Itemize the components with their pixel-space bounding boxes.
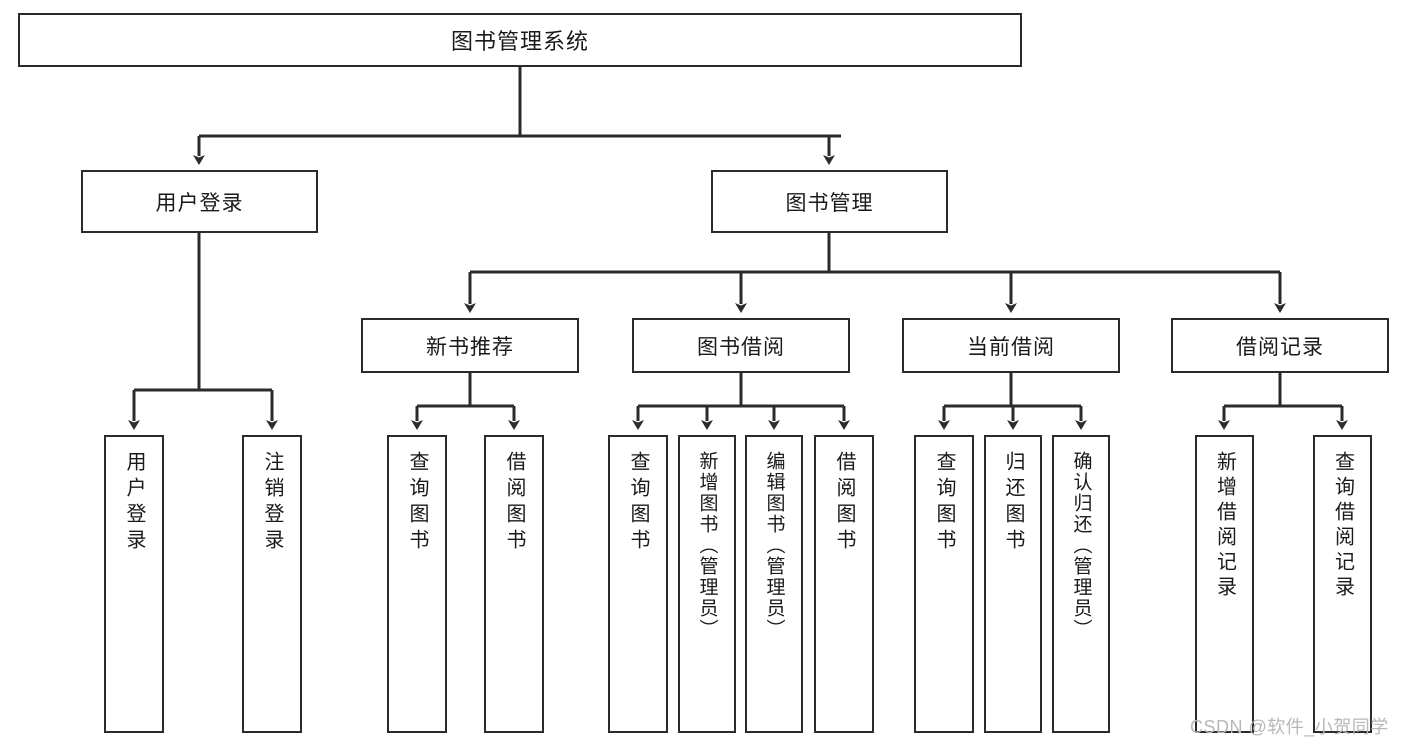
node-label: 查询图书 bbox=[406, 451, 428, 555]
node-leaf-query-book-new[interactable]: 查询图书 bbox=[387, 435, 447, 733]
node-label: 注销登录 bbox=[261, 451, 283, 555]
watermark-text: CSDN @软件_小贺同学 bbox=[1190, 717, 1389, 737]
edge-bookmanage-to-level3 bbox=[464, 233, 1286, 313]
node-root-book-management-system[interactable]: 图书管理系统 bbox=[18, 13, 1022, 67]
node-new-book-recommendation[interactable]: 新书推荐 bbox=[361, 318, 579, 373]
node-label: 新书推荐 bbox=[426, 335, 514, 359]
edge-newbook-to-leaves bbox=[411, 373, 520, 430]
node-leaf-query-book-current[interactable]: 查询图书 bbox=[914, 435, 974, 733]
node-leaf-borrow-book[interactable]: 借阅图书 bbox=[814, 435, 874, 733]
node-label: 查询图书 bbox=[627, 451, 649, 555]
edge-userlogin-to-leaves bbox=[128, 233, 278, 430]
node-label: 查询借阅记录 bbox=[1331, 451, 1354, 601]
node-current-borrowing[interactable]: 当前借阅 bbox=[902, 318, 1120, 373]
node-book-borrowing[interactable]: 图书借阅 bbox=[632, 318, 850, 373]
node-label: 确认归还（管理员） bbox=[1070, 451, 1092, 640]
node-user-login[interactable]: 用户登录 bbox=[81, 170, 318, 233]
node-leaf-logout[interactable]: 注销登录 bbox=[242, 435, 302, 733]
node-label: 用户登录 bbox=[123, 451, 145, 555]
node-label: 借阅图书 bbox=[833, 451, 855, 555]
node-label: 借阅记录 bbox=[1236, 335, 1324, 359]
edge-record-to-leaves bbox=[1218, 373, 1348, 430]
node-leaf-borrow-book-new[interactable]: 借阅图书 bbox=[484, 435, 544, 733]
node-label: 归还图书 bbox=[1002, 451, 1024, 555]
edge-root-to-level2 bbox=[193, 67, 841, 165]
node-label: 图书管理系统 bbox=[450, 29, 589, 54]
node-leaf-query-borrow-record[interactable]: 查询借阅记录 bbox=[1313, 435, 1372, 733]
node-label: 图书借阅 bbox=[697, 335, 785, 359]
node-leaf-user-login[interactable]: 用户登录 bbox=[104, 435, 164, 733]
node-leaf-add-borrow-record[interactable]: 新增借阅记录 bbox=[1195, 435, 1254, 733]
node-label: 借阅图书 bbox=[503, 451, 525, 555]
node-leaf-add-book-admin[interactable]: 新增图书（管理员） bbox=[678, 435, 736, 733]
node-label: 当前借阅 bbox=[967, 335, 1055, 359]
node-label: 用户登录 bbox=[155, 191, 244, 215]
node-leaf-return-book[interactable]: 归还图书 bbox=[984, 435, 1042, 733]
node-borrow-records[interactable]: 借阅记录 bbox=[1171, 318, 1389, 373]
node-label: 编辑图书（管理员） bbox=[763, 451, 785, 640]
node-leaf-confirm-return-admin[interactable]: 确认归还（管理员） bbox=[1052, 435, 1110, 733]
node-label: 新增借阅记录 bbox=[1213, 451, 1236, 601]
node-label: 图书管理 bbox=[785, 191, 874, 215]
node-book-management[interactable]: 图书管理 bbox=[711, 170, 948, 233]
node-label: 查询图书 bbox=[933, 451, 955, 555]
node-leaf-query-book-borrow[interactable]: 查询图书 bbox=[608, 435, 668, 733]
node-leaf-edit-book-admin[interactable]: 编辑图书（管理员） bbox=[745, 435, 803, 733]
edge-current-to-leaves bbox=[938, 373, 1087, 430]
node-label: 新增图书（管理员） bbox=[696, 451, 718, 640]
edge-borrow-to-leaves bbox=[632, 373, 850, 430]
